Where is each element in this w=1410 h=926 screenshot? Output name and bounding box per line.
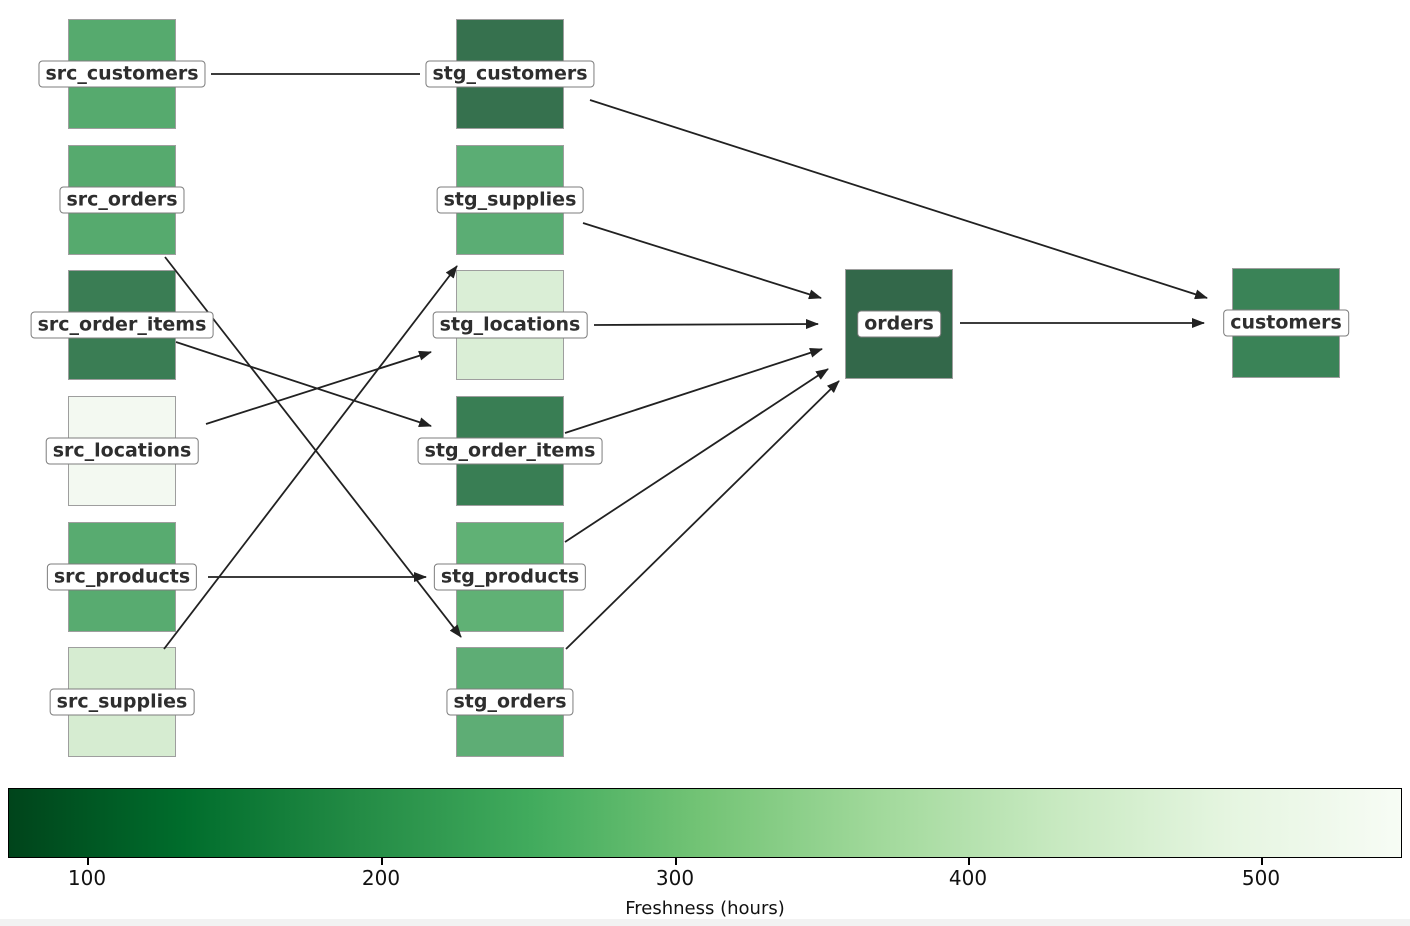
edge-stg_orders-to-orders: [565, 380, 840, 650]
edge-stg_supplies-to-orders: [582, 222, 822, 300]
edge-src_locations-to-stg_locations: [205, 350, 432, 425]
node-label-stg_orders: stg_orders: [446, 688, 574, 716]
colorbar-tick-100: [87, 858, 89, 865]
node-label-stg_supplies: stg_supplies: [436, 186, 584, 214]
node-label-src_supplies: src_supplies: [49, 688, 195, 716]
node-label-stg_products: stg_products: [433, 563, 587, 591]
bottom-edge-strip: [0, 919, 1410, 926]
colorbar-tick-500: [1261, 858, 1263, 865]
node-label-src_locations: src_locations: [45, 437, 199, 465]
node-label-src_customers: src_customers: [38, 60, 206, 88]
colorbar-axis-label: Freshness (hours): [625, 898, 785, 919]
node-label-src_orders: src_orders: [59, 186, 185, 214]
colorbar-tick-label-200: 200: [361, 866, 401, 890]
node-label-orders: orders: [857, 310, 941, 338]
node-label-src_products: src_products: [46, 563, 198, 591]
edge-stg_order_items-to-orders: [564, 347, 823, 434]
node-label-stg_locations: stg_locations: [432, 311, 588, 339]
colorbar-tick-label-100: 100: [67, 866, 107, 890]
colorbar-tick-200: [381, 858, 383, 865]
colorbar-tick-label-400: 400: [948, 866, 988, 890]
node-label-stg_order_items: stg_order_items: [417, 437, 603, 465]
colorbar-tick-400: [968, 858, 970, 865]
colorbar-tick-label-500: 500: [1241, 866, 1281, 890]
node-label-src_order_items: src_order_items: [30, 311, 214, 339]
node-label-customers: customers: [1223, 309, 1349, 337]
edge-stg_locations-to-orders: [593, 319, 819, 330]
freshness-colorbar: [8, 788, 1402, 858]
edge-stg_products-to-orders: [564, 368, 829, 543]
colorbar-tick-300: [675, 858, 677, 865]
colorbar-tick-label-300: 300: [655, 866, 695, 890]
edge-src_order_items-to-stg_order_items: [175, 341, 432, 427]
node-label-stg_customers: stg_customers: [425, 60, 595, 88]
